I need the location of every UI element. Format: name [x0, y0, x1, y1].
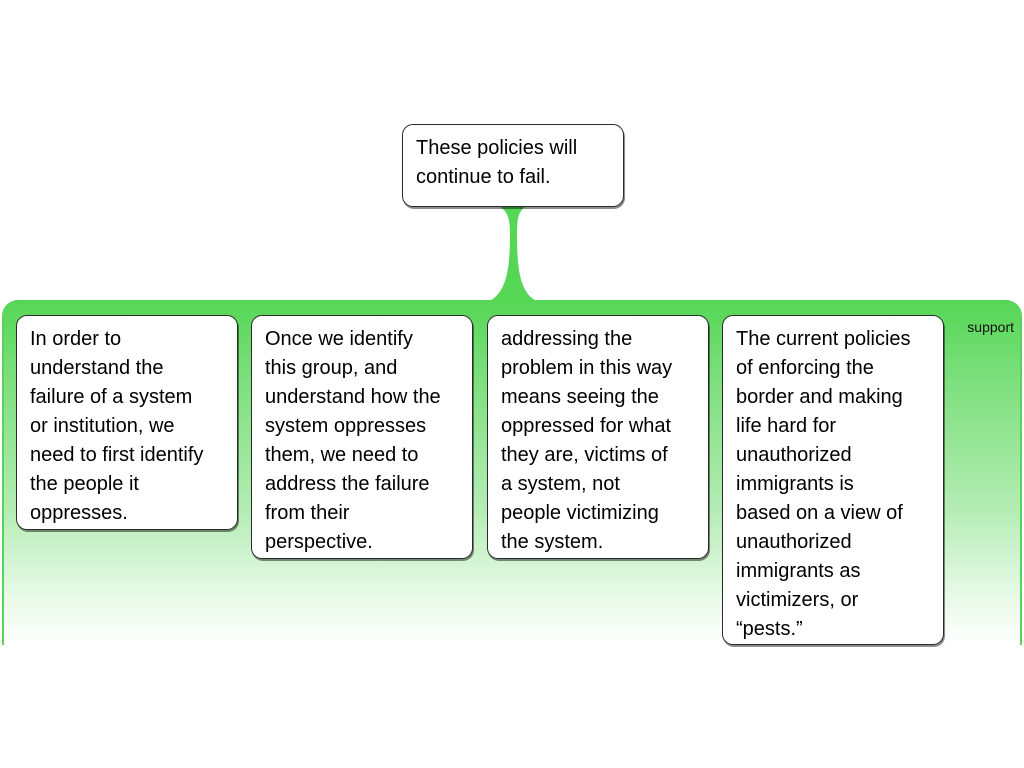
support-node-2[interactable]: Once we identify this group, and underst…	[251, 315, 473, 559]
support-node-4[interactable]: The current policies of enforcing the bo…	[722, 315, 944, 645]
root-claim-node[interactable]: These policies will continue to fail.	[402, 124, 624, 207]
connector-stem	[488, 206, 538, 302]
support-node-1[interactable]: In order to understand the failure of a …	[16, 315, 238, 530]
support-node-3[interactable]: addressing the problem in this way means…	[487, 315, 709, 559]
connector-path	[488, 206, 538, 302]
support-label: support	[967, 319, 1014, 335]
